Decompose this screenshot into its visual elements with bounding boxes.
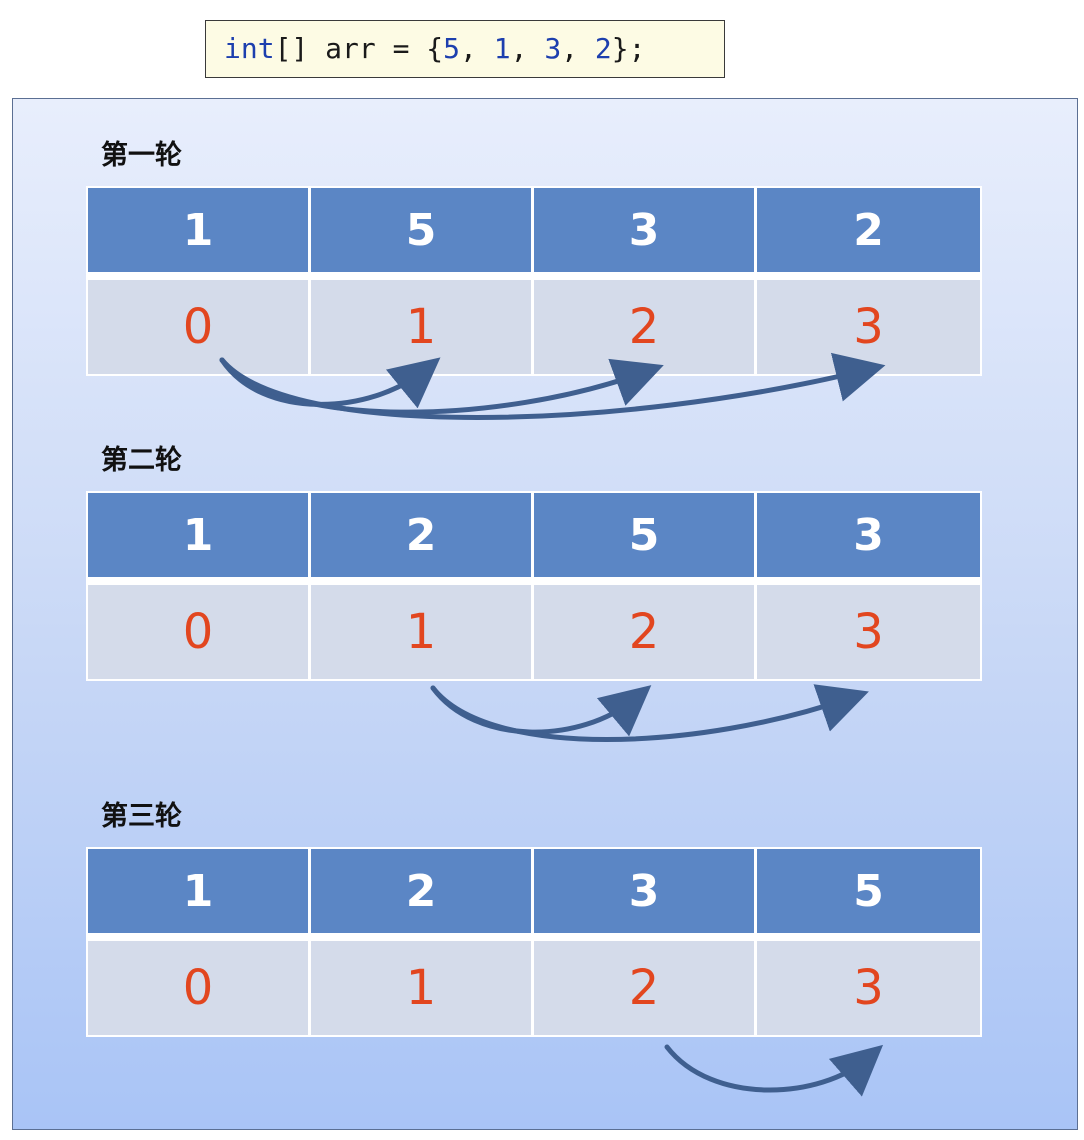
code-number: 3 <box>544 32 562 65</box>
round-title: 第三轮 <box>101 801 182 832</box>
code-number: 2 <box>594 32 612 65</box>
array-table-round-1: 1 5 3 2 0 1 2 3 <box>86 186 982 376</box>
code-text: }; <box>611 32 646 65</box>
array-index-cell: 1 <box>311 941 534 1035</box>
array-value-cell: 3 <box>534 849 757 941</box>
code-snippet: int[] arr = {5, 1, 3, 2}; <box>205 20 725 78</box>
array-index-cell: 0 <box>88 941 311 1035</box>
code-type-keyword: int <box>224 32 275 65</box>
array-value-cell: 2 <box>311 849 534 941</box>
code-number: 5 <box>443 32 461 65</box>
array-index-cell: 3 <box>757 941 980 1035</box>
array-value-cell: 3 <box>757 493 980 585</box>
array-index-cell: 2 <box>534 585 757 679</box>
array-index-cell: 3 <box>757 585 980 679</box>
array-value-cell: 5 <box>534 493 757 585</box>
round-title: 第二轮 <box>101 445 182 476</box>
code-text: [] arr = { <box>274 32 444 65</box>
array-value-cell: 2 <box>757 188 980 280</box>
code-separator: , <box>561 32 595 65</box>
array-value-cell: 5 <box>311 188 534 280</box>
array-index-cell: 0 <box>88 280 311 374</box>
array-index-cell: 2 <box>534 280 757 374</box>
array-index-cell: 0 <box>88 585 311 679</box>
code-number: 1 <box>493 32 511 65</box>
code-separator: , <box>460 32 494 65</box>
array-table-round-2: 1 2 5 3 0 1 2 3 <box>86 491 982 681</box>
array-index-cell: 1 <box>311 585 534 679</box>
code-separator: , <box>510 32 545 65</box>
array-index-cell: 1 <box>311 280 534 374</box>
array-index-cell: 3 <box>757 280 980 374</box>
array-index-cell: 2 <box>534 941 757 1035</box>
array-value-cell: 1 <box>88 188 311 280</box>
array-value-cell: 1 <box>88 849 311 941</box>
array-value-cell: 2 <box>311 493 534 585</box>
array-value-cell: 5 <box>757 849 980 941</box>
array-value-cell: 3 <box>534 188 757 280</box>
round-title: 第一轮 <box>101 140 182 171</box>
array-table-round-3: 1 2 3 5 0 1 2 3 <box>86 847 982 1037</box>
array-value-cell: 1 <box>88 493 311 585</box>
